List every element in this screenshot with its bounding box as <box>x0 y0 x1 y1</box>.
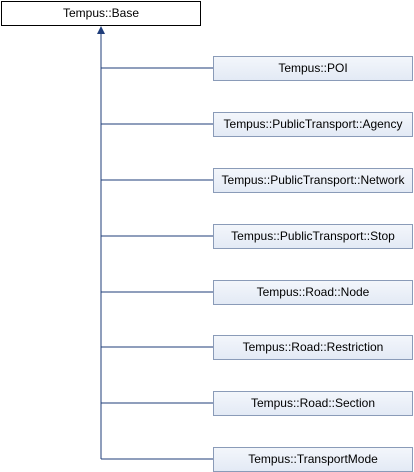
class-node-transport-mode[interactable]: Tempus::TransportMode <box>213 447 413 472</box>
inheritance-arrowhead <box>97 26 105 34</box>
base-class-node: Tempus::Base <box>1 1 201 26</box>
class-node-stop[interactable]: Tempus::PublicTransport::Stop <box>213 224 413 249</box>
class-node-agency[interactable]: Tempus::PublicTransport::Agency <box>213 112 413 137</box>
class-node-section[interactable]: Tempus::Road::Section <box>213 391 413 416</box>
class-node-network[interactable]: Tempus::PublicTransport::Network <box>213 168 413 193</box>
class-node-road-node[interactable]: Tempus::Road::Node <box>213 280 413 305</box>
class-node-restriction[interactable]: Tempus::Road::Restriction <box>213 335 413 360</box>
class-node-poi[interactable]: Tempus::POI <box>213 56 413 81</box>
